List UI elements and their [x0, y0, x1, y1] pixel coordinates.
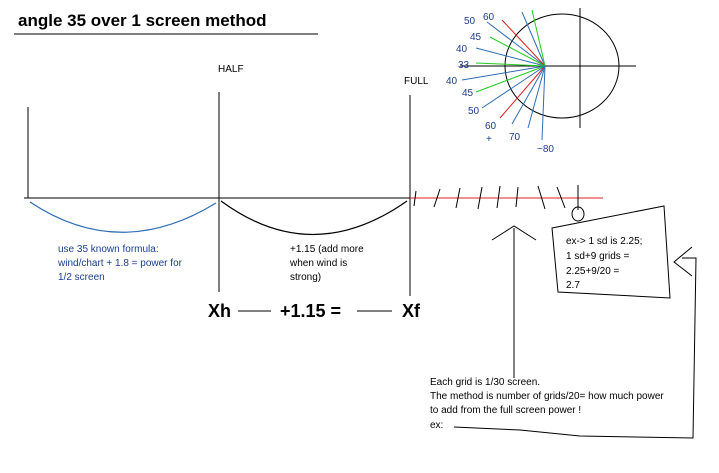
angle-ray [501, 19, 546, 67]
equation-xh: Xh [208, 301, 231, 321]
angle-ray [486, 21, 546, 67]
bottom-note-line-2: The method is number of grids/20= how mu… [430, 391, 664, 402]
title: angle 35 over 1 screen method [18, 11, 267, 30]
grid-tick [433, 188, 441, 208]
angle-label: 40 [456, 44, 468, 55]
angle-ray [461, 65, 546, 81]
marker-circle [571, 206, 585, 222]
grid-ticks [413, 185, 579, 210]
middle-note-line-3: strong) [290, 272, 321, 283]
angle-label: ~80 [537, 144, 554, 155]
angle-chart: 50 60 45 40 33 40 45 50 60 + 70 ~80 [446, 8, 636, 155]
bottom-note-line-1: Each grid is 1/30 screen. [430, 377, 540, 388]
grid-tick [455, 187, 461, 209]
half-label: HALF [218, 64, 244, 75]
angle-ray [475, 62, 546, 67]
angle-ray [481, 65, 546, 109]
connector-arrow-head [673, 246, 693, 277]
example-line-4: 2.7 [566, 280, 580, 291]
up-arrow-head [491, 225, 537, 241]
angle-label: 45 [470, 32, 482, 43]
angle-ray [475, 47, 546, 67]
angle-label: + [486, 134, 492, 145]
grid-tick [537, 185, 546, 210]
equation-xf: Xf [402, 301, 421, 321]
angle-ray [541, 65, 546, 141]
angle-label: 45 [462, 88, 474, 99]
angle-label: 33 [458, 60, 470, 71]
full-screen-curve [220, 200, 408, 235]
grid-tick [556, 186, 566, 209]
angle-label: 50 [468, 106, 480, 117]
angle-ray [475, 65, 546, 93]
connector-line [453, 257, 697, 439]
angle-label: 40 [446, 76, 458, 87]
angle-ray [489, 36, 546, 67]
grid-tick [477, 186, 483, 210]
angle-ray [521, 11, 546, 67]
middle-note-line-1: +1.15 (add more [290, 244, 364, 255]
grid-tick [413, 190, 417, 207]
left-note-line-1: use 35 known formula: [58, 244, 159, 255]
angle-ray [499, 65, 546, 119]
left-note-line-3: 1/2 screen [58, 272, 105, 283]
left-note-line-2: wind/chart + 1.8 = power for [57, 258, 183, 269]
grid-tick [496, 185, 501, 209]
equation-plus: +1.15 = [280, 301, 341, 321]
example-line-3: 2.25+9/20 = [566, 266, 620, 277]
example-line-1: ex-> 1 sd is 2.25; [566, 236, 642, 247]
angle-ray [527, 65, 546, 129]
angle-label: 60 [483, 12, 495, 23]
half-screen-curve [29, 201, 217, 233]
bottom-note-line-3: to add from the full screen power ! [430, 405, 581, 416]
angle-label: 50 [464, 16, 476, 27]
middle-note-line-2: when wind is [289, 258, 347, 269]
bottom-note-line-4: ex: [430, 420, 443, 431]
angle-ray [531, 9, 546, 67]
angle-ray [511, 65, 546, 125]
example-line-2: 1 sd+9 grids = [566, 251, 630, 262]
example-box [551, 205, 671, 299]
angle-label: 60 [485, 121, 497, 132]
grid-tick [515, 186, 519, 208]
full-label: FULL [404, 76, 429, 87]
angle-label: 70 [509, 132, 521, 143]
